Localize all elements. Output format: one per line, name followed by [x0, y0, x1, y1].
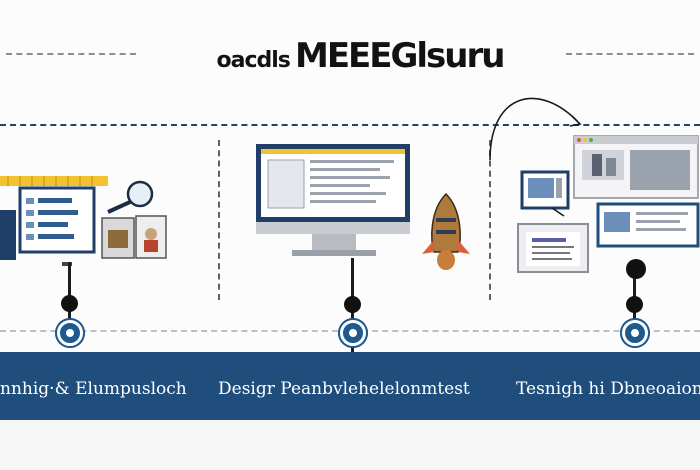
title-main: MEEEGlsuru — [294, 36, 505, 76]
rocket-icon — [422, 192, 470, 270]
browser-icon — [573, 135, 700, 248]
header-dash-right — [566, 53, 694, 55]
upper-guide-line — [0, 124, 700, 126]
milestone-dot-1 — [61, 295, 78, 312]
milestone-dot-2 — [344, 296, 361, 313]
divider-2 — [489, 140, 491, 300]
title-prefix: oacdls — [216, 48, 291, 73]
phase-label-planning: nnhig·& Elumpusloch — [0, 379, 187, 399]
connector-arrow — [489, 97, 582, 161]
window-icon — [520, 170, 570, 217]
header-dash-left — [6, 53, 136, 55]
milestone-dot-3a — [626, 259, 646, 279]
phase-label-testing: Tesnigh hi Dbneoaion — [516, 379, 700, 399]
magnifier-icon — [107, 180, 154, 214]
band-node-3 — [622, 320, 648, 346]
footer-area — [0, 420, 700, 470]
diagram-title: oacdls MEEEGlsuru — [150, 34, 570, 78]
band-node-2 — [340, 320, 366, 346]
document-card-icon — [517, 223, 589, 273]
phase-label-design: Desigr Peanbvlehelelonmtest — [218, 379, 470, 399]
gallery-icon — [101, 215, 167, 259]
monitor-icon — [256, 144, 410, 256]
milestone-dot-3 — [626, 296, 643, 313]
stem-1a — [62, 262, 72, 266]
band-node-1 — [57, 320, 83, 346]
divider-1 — [218, 140, 220, 300]
timeline-band — [0, 352, 700, 420]
document-panel-icon — [0, 176, 108, 260]
